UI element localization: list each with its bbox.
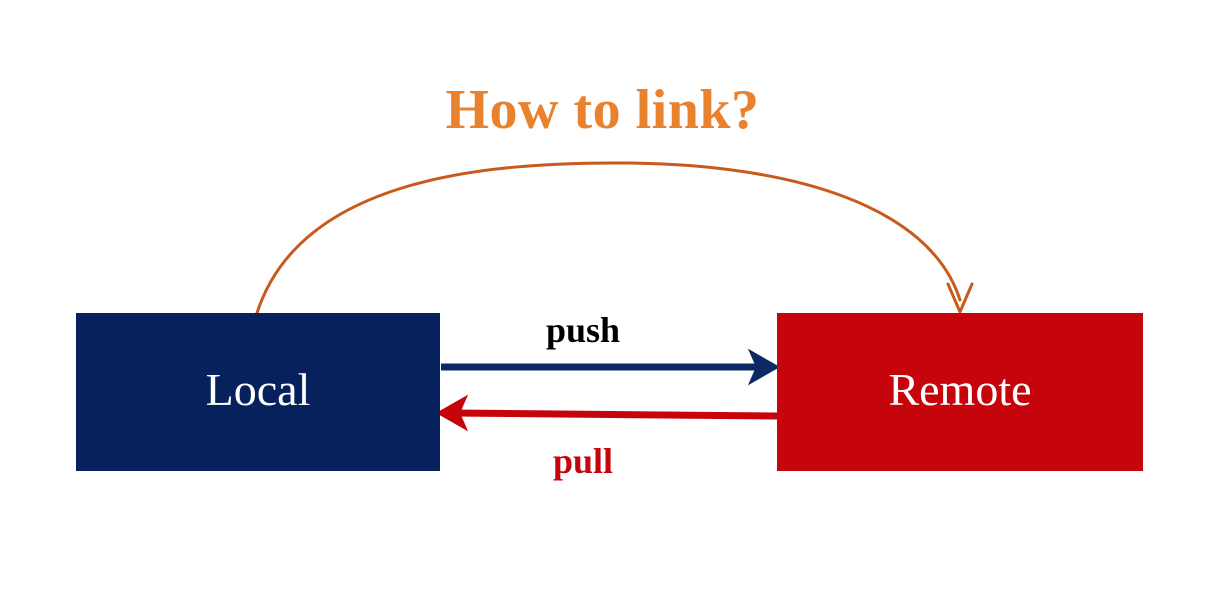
- pull-arrow: [435, 394, 778, 432]
- edge-label-push: push: [546, 310, 621, 350]
- page-title: How to link?: [445, 79, 760, 141]
- edge-label-pull: pull: [553, 441, 614, 481]
- node-local-label: Local: [205, 364, 311, 415]
- link-arc-arrow: [255, 161, 974, 315]
- node-remote-label: Remote: [888, 364, 1032, 415]
- node-local[interactable]: Local: [76, 313, 440, 471]
- node-remote[interactable]: Remote: [777, 313, 1143, 471]
- push-arrow: [441, 348, 781, 386]
